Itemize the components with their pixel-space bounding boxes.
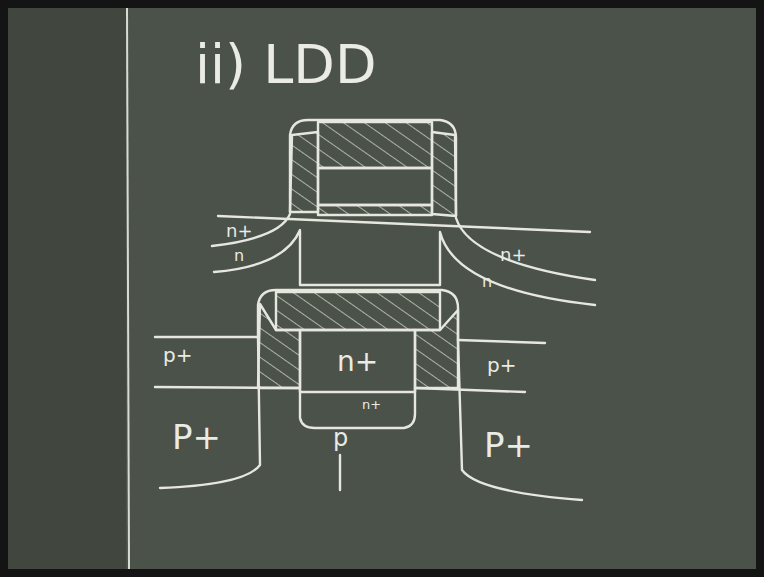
gate-label: n+ <box>337 348 378 376</box>
region-label: n+ <box>500 246 527 264</box>
region-label: n <box>482 274 492 290</box>
board-heading: ii) LDD <box>195 38 377 92</box>
region-label: P+ <box>172 420 221 454</box>
region-label: p+ <box>487 355 516 375</box>
region-label: n+ <box>226 222 253 240</box>
region-label: n+ <box>362 398 381 411</box>
region-label: P+ <box>484 428 533 462</box>
region-label: p+ <box>163 345 192 365</box>
region-label: p <box>333 426 348 450</box>
region-label: n <box>234 248 244 264</box>
